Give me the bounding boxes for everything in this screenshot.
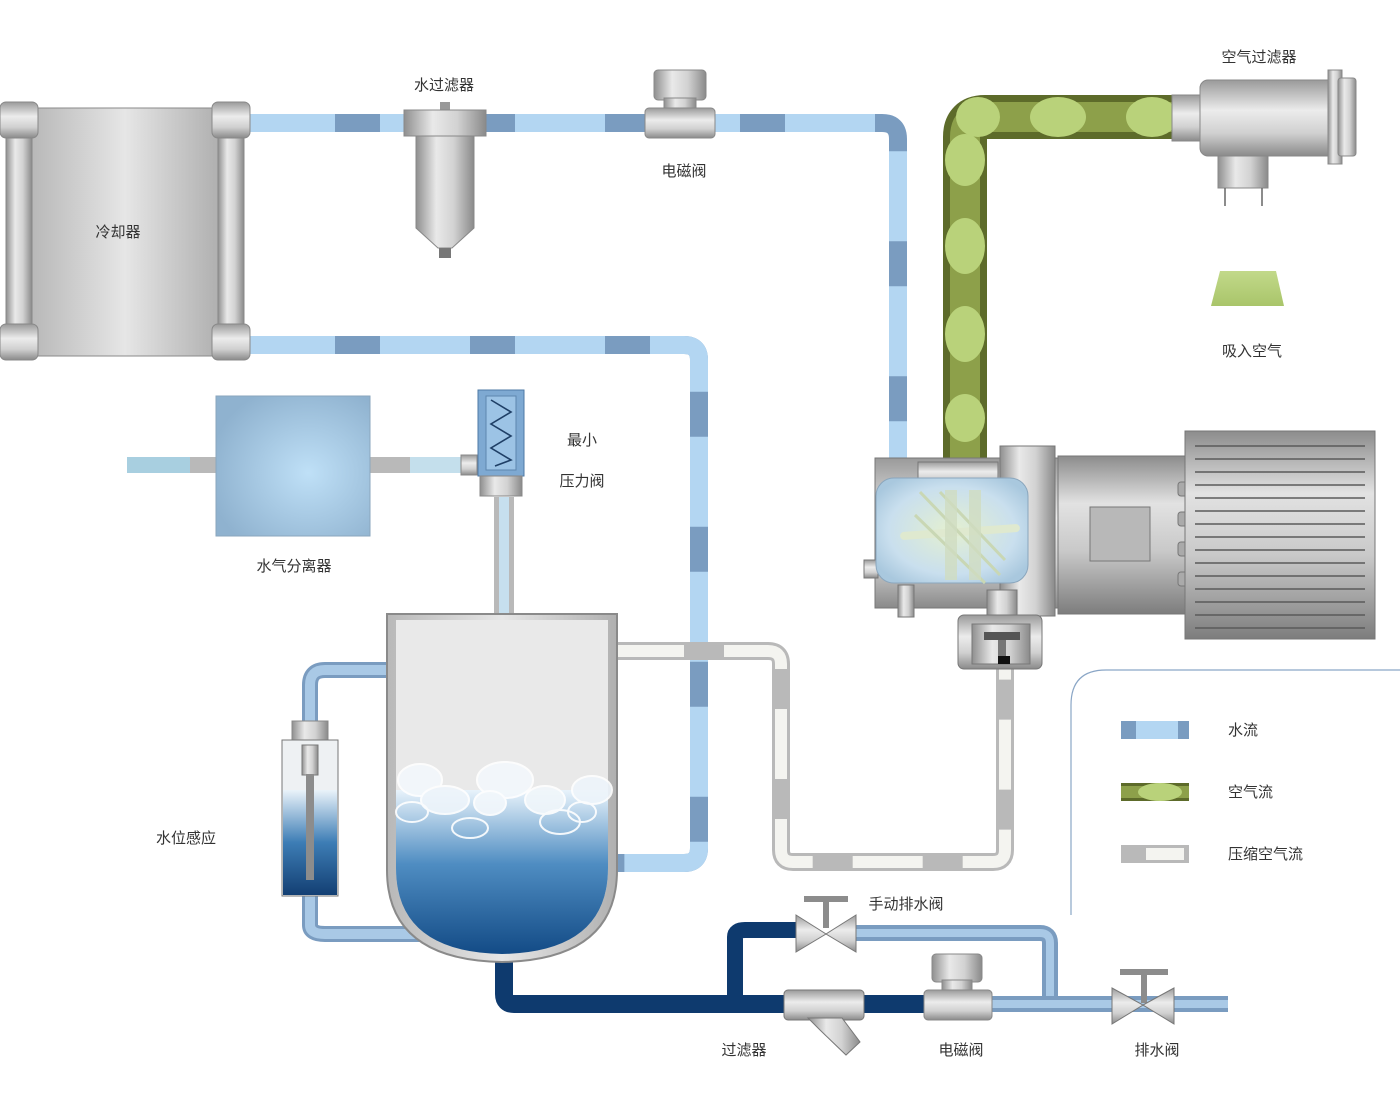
- min-pressure-valve-label-line1: 最小: [567, 431, 597, 449]
- solenoid-valve-bottom: 电磁阀: [923, 953, 993, 1059]
- manual-drain-valve-label: 手动排水阀: [868, 895, 943, 913]
- legend: 水流 空气流 压缩空气流: [1070, 669, 1400, 915]
- separator-pipes: [127, 457, 469, 473]
- motor-fins: [1195, 445, 1365, 629]
- min-pressure-valve: 最小 压力阀: [460, 389, 605, 497]
- strainer: 过滤器: [721, 989, 865, 1059]
- solenoid-valve-top: 电磁阀: [644, 69, 716, 180]
- cooler: 冷却器: [0, 101, 251, 361]
- drain-valve-label: 排水阀: [1134, 1041, 1179, 1059]
- drain-valve: 排水阀: [1111, 969, 1180, 1059]
- water-filter-label: 水过滤器: [414, 76, 474, 94]
- water-filter: 水过滤器: [403, 76, 487, 258]
- motor: [1057, 430, 1376, 640]
- legend-compressed-air-flow: 压缩空气流: [1121, 845, 1303, 863]
- air-intake-pipe: [943, 95, 1178, 465]
- intake-air-label: 吸入空气: [1222, 342, 1282, 360]
- strainer-label: 过滤器: [721, 1041, 766, 1059]
- separator-label: 水气分离器: [256, 557, 331, 575]
- bubbles: [395, 761, 613, 839]
- solenoid-valve-top-label: 电磁阀: [661, 162, 706, 180]
- legend-compressed-air-flow-label: 压缩空气流: [1228, 845, 1303, 863]
- air-filter: 空气过滤器: [1171, 48, 1357, 206]
- cooler-label: 冷却器: [95, 223, 140, 241]
- legend-water-flow: 水流: [1121, 721, 1258, 739]
- solenoid-valve-bottom-label: 电磁阀: [938, 1041, 983, 1059]
- legend-air-flow: 空气流: [1121, 783, 1273, 801]
- water-level-sensor-label: 水位感应: [156, 829, 216, 847]
- min-pressure-valve-label-line2: 压力阀: [559, 472, 604, 490]
- legend-water-flow-label: 水流: [1228, 721, 1258, 739]
- compressed-air-pipe: [494, 497, 1014, 871]
- water-tank: [386, 613, 618, 964]
- water-level-sensor: 水位感应: [156, 720, 339, 897]
- manual-drain-valve: 手动排水阀: [795, 895, 944, 953]
- intake-air: 吸入空气: [1211, 271, 1284, 360]
- water-gas-separator: 水气分离器: [215, 395, 371, 575]
- legend-air-flow-label: 空气流: [1228, 783, 1273, 801]
- air-filter-label: 空气过滤器: [1221, 48, 1296, 66]
- air-end: [863, 445, 1061, 670]
